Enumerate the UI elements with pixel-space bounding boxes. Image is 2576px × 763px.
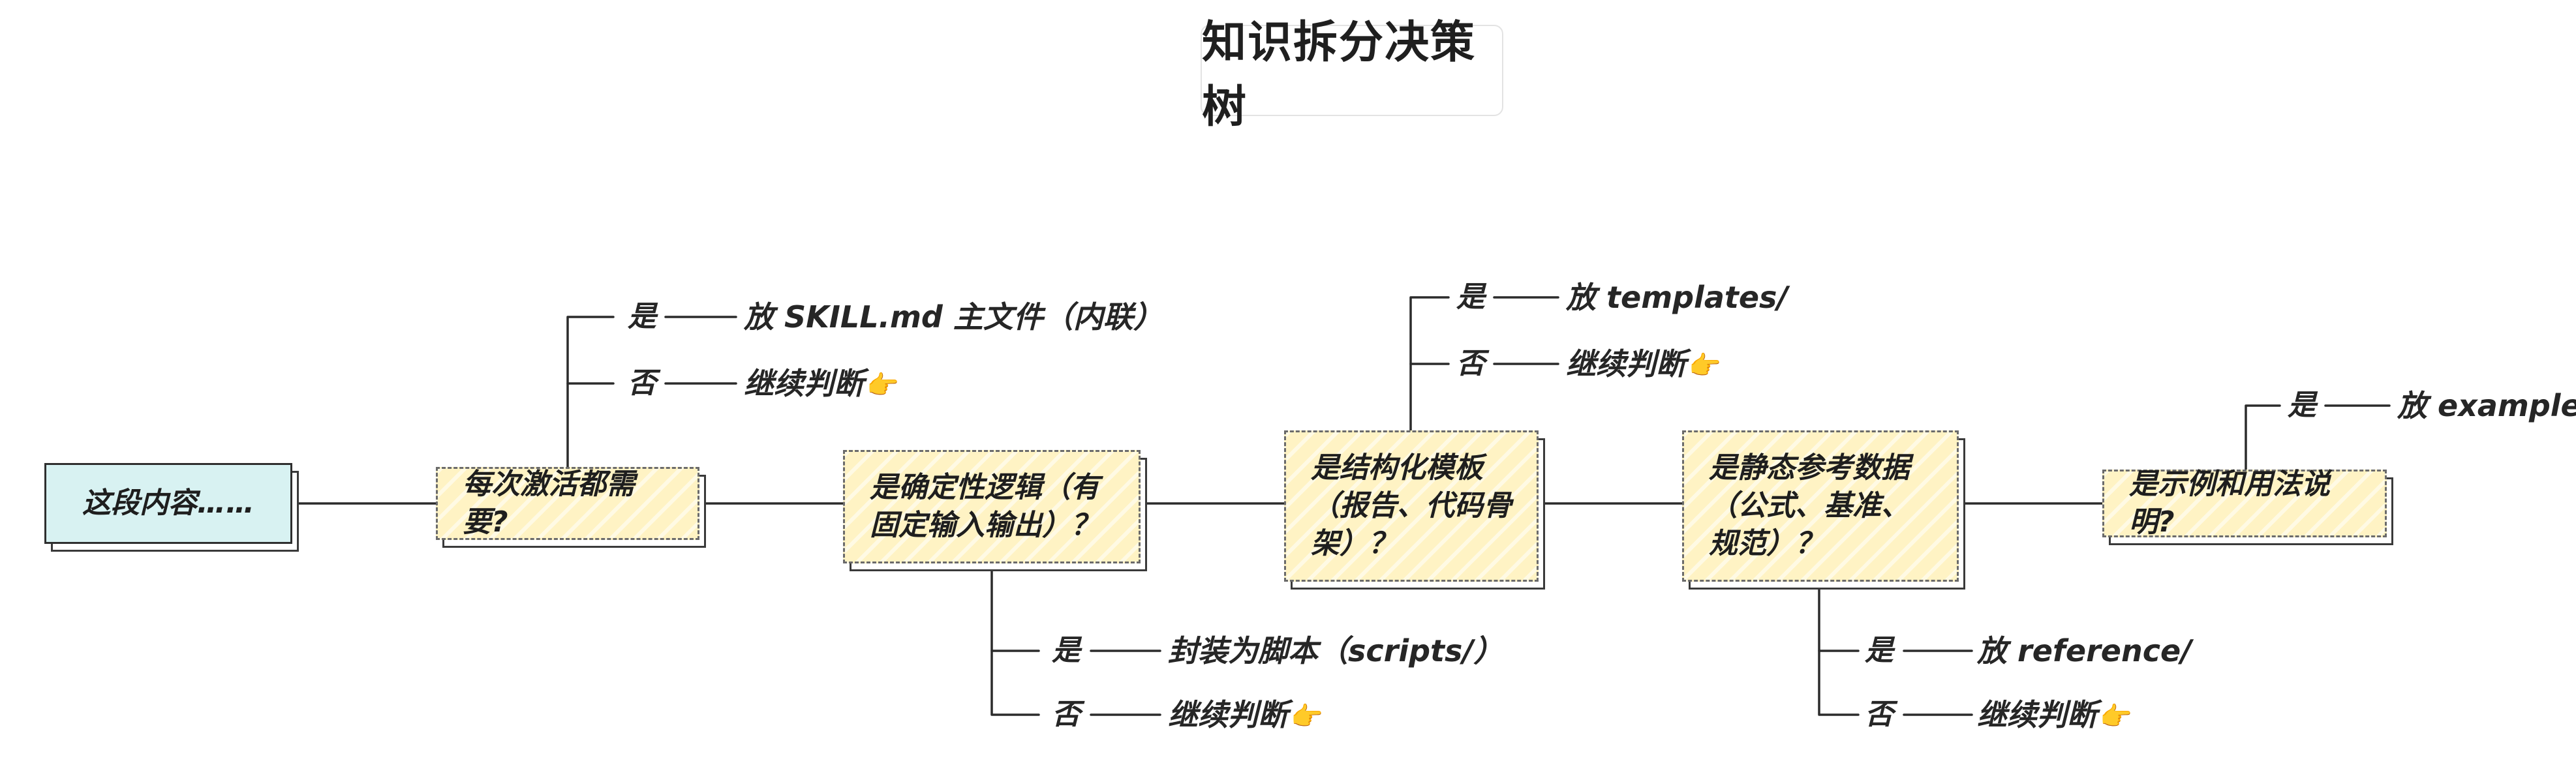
decision-node-5-question: 是示例和用法说明? [2102, 468, 2387, 539]
d4-no-outcome-wrap: 继续判断👉 [1977, 695, 2132, 734]
pointing-hand-icon: 👉 [1689, 351, 1721, 381]
d2-no-outcome: 继续判断 [1168, 697, 1288, 732]
d2-yes-outcome: 封装为脚本（scripts/） [1168, 633, 1504, 668]
d4-yes-label: 是 [1865, 634, 1894, 667]
edge-d2-yes [990, 563, 1040, 652]
d3-yes-label: 是 [1456, 280, 1485, 314]
d3-no-outcome-wrap: 继续判断👉 [1566, 344, 1721, 383]
decision-node-4: 是静态参考数据（公式、基准、规范）？ [1682, 430, 1965, 590]
d3-no-outcome: 继续判断 [1566, 346, 1686, 382]
d1-yes-label: 是 [628, 300, 656, 333]
pointing-hand-icon: 👉 [866, 370, 899, 400]
edge-d3-yes [1409, 296, 1450, 432]
d4-yes-outcome: 放 reference/ [1977, 633, 2192, 668]
decision-node-3-question: 是结构化模板（报告、代码骨架）？ [1284, 430, 1539, 582]
edge-d4-yes [1818, 580, 1860, 652]
page-title: 知识拆分决策树 [1201, 17, 1503, 133]
pointing-hand-icon: 👉 [1291, 702, 1323, 732]
root-node: 这段内容…… [44, 463, 299, 552]
d5-yes-label: 是 [2288, 389, 2316, 422]
d5-yes-outcome: 放 examples/ [2397, 388, 2576, 423]
d1-no-outcome-wrap: 继续判断👉 [744, 364, 899, 403]
edge-d5-yes [2245, 404, 2281, 471]
d1-no-label: 否 [628, 367, 656, 400]
d1-yes-outcome: 放 SKILL.md 主文件（内联） [744, 299, 1163, 335]
d4-no-label: 否 [1865, 698, 1894, 731]
d2-yes-label: 是 [1052, 634, 1081, 667]
root-node-label: 这段内容…… [44, 463, 292, 544]
d1-no-outcome: 继续判断 [744, 366, 864, 401]
pointing-hand-icon: 👉 [2100, 702, 2132, 732]
edge-d4-no [1818, 650, 1860, 716]
decision-node-1: 每次激活都需要? [436, 467, 706, 548]
d2-no-label: 否 [1052, 698, 1081, 731]
d3-no-label: 否 [1456, 347, 1485, 380]
decision-node-5: 是示例和用法说明? [2102, 468, 2393, 545]
decision-node-3: 是结构化模板（报告、代码骨架）？ [1284, 430, 1545, 590]
d3-yes-outcome: 放 templates/ [1566, 280, 1788, 315]
decision-node-4-question: 是静态参考数据（公式、基准、规范）？ [1682, 430, 1959, 582]
edge-d1-yes [566, 316, 615, 468]
edge-d2-no [990, 650, 1040, 716]
decision-node-1-question: 每次激活都需要? [436, 467, 699, 540]
decision-node-2: 是确定性逻辑（有固定输入输出）？ [843, 450, 1147, 571]
d4-no-outcome: 继续判断 [1977, 697, 2097, 732]
d2-no-outcome-wrap: 继续判断👉 [1168, 695, 1323, 734]
decision-node-2-question: 是确定性逻辑（有固定输入输出）？ [843, 450, 1141, 563]
